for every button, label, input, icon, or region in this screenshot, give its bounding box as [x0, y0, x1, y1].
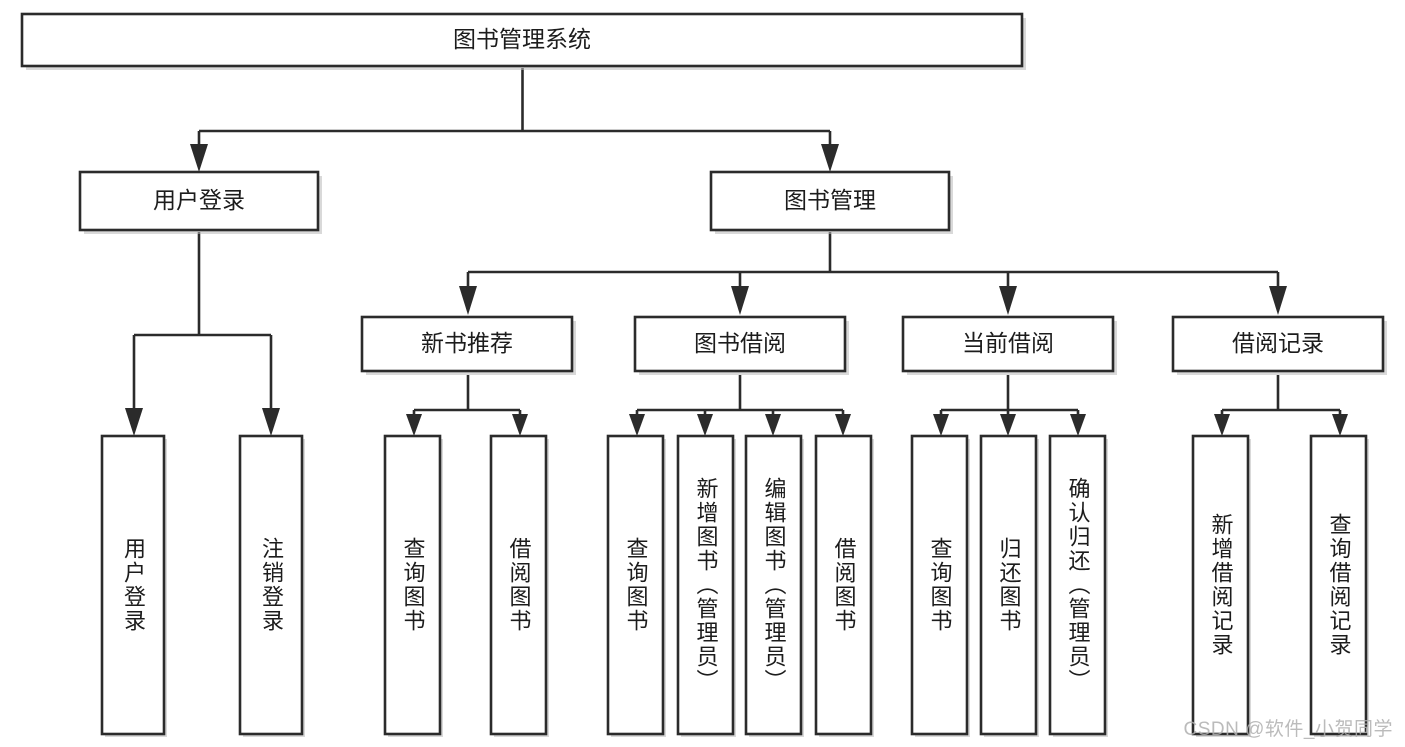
- leaf-query-book-new-box[interactable]: [383, 434, 442, 736]
- leaf-query-book-borrow-box[interactable]: [606, 434, 665, 736]
- leaf-edit-book-box[interactable]: [744, 434, 803, 736]
- leaf-add-book-box[interactable]: [676, 434, 735, 736]
- node-records-label: 借阅记录: [1232, 330, 1324, 356]
- node-root-box[interactable]: [20, 12, 1024, 68]
- leaf-query-record-box[interactable]: [1309, 434, 1368, 736]
- connector-group-bookmgmt: [459, 232, 1287, 315]
- leaf-add-record-box[interactable]: [1191, 434, 1250, 736]
- leaf-borrow-book-box[interactable]: [814, 434, 873, 736]
- node-leaf-query-book-new[interactable]: [383, 434, 443, 737]
- node-borrow-label: 图书借阅: [694, 330, 786, 356]
- leaf-query-book-current-box[interactable]: [910, 434, 969, 736]
- arrow-current-leaf-2: [1000, 414, 1016, 436]
- leaf-user-logout-box[interactable]: [238, 434, 304, 736]
- arrow-bookmgmt-current: [999, 286, 1017, 315]
- arrow-borrow-leaf-1: [629, 414, 645, 436]
- node-bookmgmt[interactable]: 图书管理: [709, 170, 953, 234]
- leaf-user-login-box[interactable]: [100, 434, 166, 736]
- arrow-login-leaf-1: [125, 408, 143, 436]
- node-leaf-query-record[interactable]: [1309, 434, 1369, 737]
- node-leaf-borrow-book-new[interactable]: [489, 434, 549, 737]
- node-leaf-add-book[interactable]: [676, 434, 736, 737]
- arrow-bookmgmt-borrow: [731, 286, 749, 315]
- node-current-box[interactable]: [901, 315, 1115, 373]
- arrow-borrow-leaf-3: [765, 414, 781, 436]
- node-login[interactable]: 用户登录: [78, 170, 322, 234]
- node-leaf-return-book[interactable]: [979, 434, 1039, 737]
- node-leaf-confirm-return[interactable]: [1048, 434, 1108, 737]
- arrow-bookmgmt-records: [1269, 286, 1287, 315]
- node-login-label: 用户登录: [153, 187, 245, 213]
- node-current[interactable]: 当前借阅: [901, 315, 1117, 375]
- connector-group-login: [125, 232, 280, 436]
- node-borrow-box[interactable]: [633, 315, 847, 373]
- leaf-confirm-return-box[interactable]: [1048, 434, 1107, 736]
- connector-group-borrow: [629, 375, 851, 436]
- connector-group-records: [1214, 375, 1348, 436]
- arrow-newbook-leaf-1: [406, 414, 422, 436]
- leaf-borrow-book-new-box[interactable]: [489, 434, 548, 736]
- node-leaf-query-book-current[interactable]: [910, 434, 970, 737]
- node-current-label: 当前借阅: [962, 330, 1054, 356]
- arrow-bookmgmt-newbook: [459, 286, 477, 315]
- connector-group-root: [190, 68, 839, 172]
- node-root-label: 图书管理系统: [453, 26, 591, 52]
- arrow-root-to-login: [190, 144, 208, 172]
- arrow-borrow-leaf-4: [835, 414, 851, 436]
- node-borrow[interactable]: 图书借阅: [633, 315, 849, 375]
- node-leaf-add-record[interactable]: [1191, 434, 1251, 737]
- node-bookmgmt-box[interactable]: [709, 170, 951, 232]
- node-newbook-label: 新书推荐: [421, 330, 513, 356]
- connector-group-current: [933, 375, 1086, 436]
- node-newbook-box[interactable]: [360, 315, 574, 373]
- node-newbook[interactable]: 新书推荐: [360, 315, 576, 375]
- node-leaf-borrow-book[interactable]: [814, 434, 874, 737]
- arrow-newbook-leaf-2: [512, 414, 528, 436]
- arrow-borrow-leaf-2: [697, 414, 713, 436]
- arrow-records-leaf-1: [1214, 414, 1230, 436]
- arrow-current-leaf-1: [933, 414, 949, 436]
- leaf-return-book-box[interactable]: [979, 434, 1038, 736]
- node-records-box[interactable]: [1171, 315, 1385, 373]
- arrow-records-leaf-2: [1332, 414, 1348, 436]
- node-leaf-user-login[interactable]: [100, 434, 167, 737]
- arrow-root-to-bookmgmt: [821, 144, 839, 172]
- csdn-watermark: CSDN @软件_小贺同学: [1183, 719, 1393, 740]
- connector-group-newbook: [406, 375, 528, 436]
- node-leaf-query-book-borrow[interactable]: [606, 434, 666, 737]
- node-root[interactable]: 图书管理系统: [20, 12, 1026, 70]
- node-leaf-edit-book[interactable]: [744, 434, 804, 737]
- node-login-box[interactable]: [78, 170, 320, 232]
- arrow-current-leaf-3: [1070, 414, 1086, 436]
- node-records[interactable]: 借阅记录: [1171, 315, 1387, 375]
- node-bookmgmt-label: 图书管理: [784, 187, 876, 213]
- arrow-login-leaf-2: [262, 408, 280, 436]
- node-leaf-user-logout[interactable]: [238, 434, 305, 737]
